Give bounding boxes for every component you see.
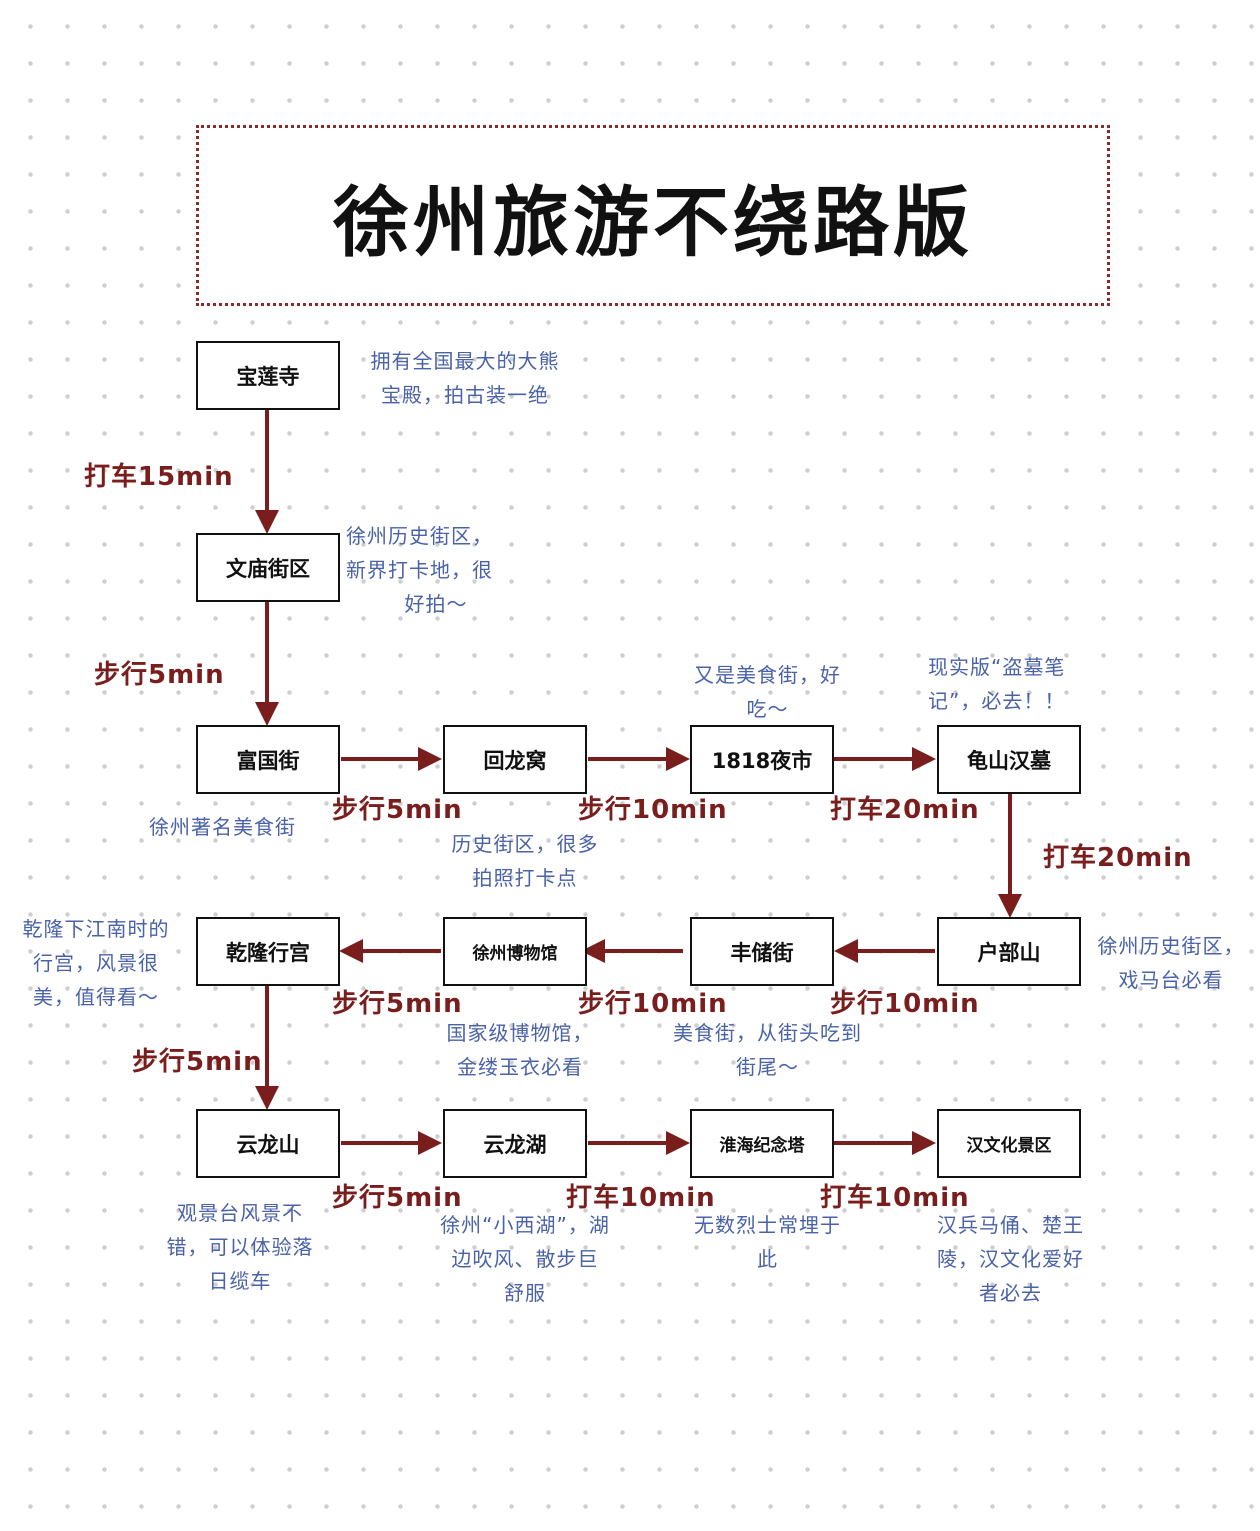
note-line: 街尾～ (736, 1055, 799, 1079)
note-line: 宝殿，拍古装一绝 (381, 383, 549, 407)
node-fengchu-street: 丰储街 (690, 917, 834, 986)
note-line: 拍照打卡点 (472, 866, 578, 890)
transit-label: 步行5min (332, 1183, 463, 1213)
note-line: 历史街区，很多 (451, 832, 599, 856)
note-line: 行宫，风景很 (33, 951, 159, 975)
note-line: 记”，必去！！ (928, 689, 1066, 713)
note-line: 国家级博物馆， (446, 1021, 594, 1045)
note-museum: 国家级博物馆， 金缕玉衣必看 (425, 1016, 615, 1084)
note-line: 徐州“小西湖”，湖 (440, 1213, 610, 1237)
note-line: 好拍～ (404, 592, 468, 616)
note-line: 金缕玉衣必看 (457, 1055, 583, 1079)
transit-label: 打车20min (1043, 843, 1193, 873)
node-wenmiao: 文庙街区 (196, 533, 340, 602)
title-box: 徐州旅游不绕路版 (196, 125, 1110, 306)
node-huaihai-tower: 淮海纪念塔 (690, 1109, 834, 1178)
note-yunlongshan: 观景台风景不错，可以体验落日缆车 (150, 1196, 330, 1298)
note-1818: 又是美食街，好吃～ (675, 658, 860, 726)
note-huilong: 历史街区，很多拍照打卡点 (430, 827, 620, 895)
transit-label: 步行10min (578, 795, 728, 825)
node-qianlong-palace: 乾隆行宫 (196, 917, 340, 986)
note-baolian: 拥有全国最大的大熊宝殿，拍古装一绝 (350, 344, 580, 412)
note-line: 者必去 (979, 1281, 1042, 1305)
note-line: 舒服 (504, 1281, 546, 1305)
note-line: 美，值得看～ (33, 985, 159, 1009)
transit-label: 打车10min (820, 1183, 970, 1213)
note-yunlonghu: 徐州“小西湖”，湖边吹风、散步巨舒服 (420, 1208, 630, 1310)
transit-label: 步行5min (332, 795, 463, 825)
note-fengchu: 美食街，从街头吃到街尾～ (655, 1016, 880, 1084)
page-title: 徐州旅游不绕路版 (333, 177, 973, 267)
note-line: 新界打卡地，很 (346, 558, 493, 582)
node-yunlong-lake: 云龙湖 (443, 1109, 587, 1178)
note-line: 观景台风景不 (177, 1201, 303, 1225)
node-1818-night-market: 1818夜市 (690, 725, 834, 794)
note-line: 此 (757, 1247, 778, 1271)
transit-label: 打车20min (830, 795, 980, 825)
note-tower: 无数烈士常埋于此 (675, 1208, 860, 1276)
note-fuguo: 徐州著名美食街 (130, 810, 315, 844)
node-guishan-tomb: 龟山汉墓 (937, 725, 1081, 794)
transit-label: 步行5min (332, 989, 463, 1019)
note-line: 日缆车 (208, 1269, 272, 1293)
transit-label: 步行10min (578, 989, 728, 1019)
note-line: 错，可以体验落 (166, 1235, 314, 1259)
note-line: 乾隆下江南时的 (22, 917, 170, 941)
note-line: 又是美食街，好 (694, 663, 841, 687)
note-line: 美食街，从街头吃到 (673, 1021, 862, 1045)
transit-label: 步行10min (830, 989, 980, 1019)
transit-label: 步行5min (132, 1047, 263, 1077)
note-line: 徐州著名美食街 (149, 815, 296, 839)
note-hubu: 徐州历史街区， 戏马台必看 (1086, 929, 1256, 997)
note-line: 边吹风、散步巨 (451, 1247, 599, 1271)
note-line: 陵，汉文化爱好 (937, 1247, 1084, 1271)
node-xuzhou-museum: 徐州博物馆 (443, 917, 587, 986)
note-han: 汉兵马俑、楚王陵，汉文化爱好者必去 (918, 1208, 1103, 1310)
note-line: 拥有全国最大的大熊 (370, 349, 560, 373)
note-line: 现实版“盗墓笔 (928, 655, 1066, 679)
transit-label: 步行5min (94, 660, 225, 690)
node-yunlong-mountain: 云龙山 (196, 1109, 340, 1178)
note-line: 无数烈士常埋于 (694, 1213, 841, 1237)
transit-label: 打车15min (84, 462, 234, 492)
note-line: 汉兵马俑、楚王 (937, 1213, 1084, 1237)
node-hubushan: 户部山 (937, 917, 1081, 986)
note-line: 戏马台必看 (1118, 968, 1224, 992)
note-qianlong: 乾隆下江南时的行宫，风景很美，值得看～ (6, 912, 186, 1014)
node-baolian-temple: 宝莲寺 (196, 341, 340, 410)
transit-label: 打车10min (566, 1183, 716, 1213)
node-huilongwo: 回龙窝 (443, 725, 587, 794)
note-line: 徐州历史街区， (346, 524, 493, 548)
note-line: 吃～ (746, 697, 789, 721)
node-han-culture: 汉文化景区 (937, 1109, 1081, 1178)
note-line: 徐州历史街区， (1097, 934, 1245, 958)
note-guishan: 现实版“盗墓笔记”，必去！！ (928, 650, 1098, 718)
node-fuguo-street: 富国街 (196, 725, 340, 794)
note-wenmiao: 徐州历史街区， 新界打卡地，很好拍～ (346, 519, 526, 621)
